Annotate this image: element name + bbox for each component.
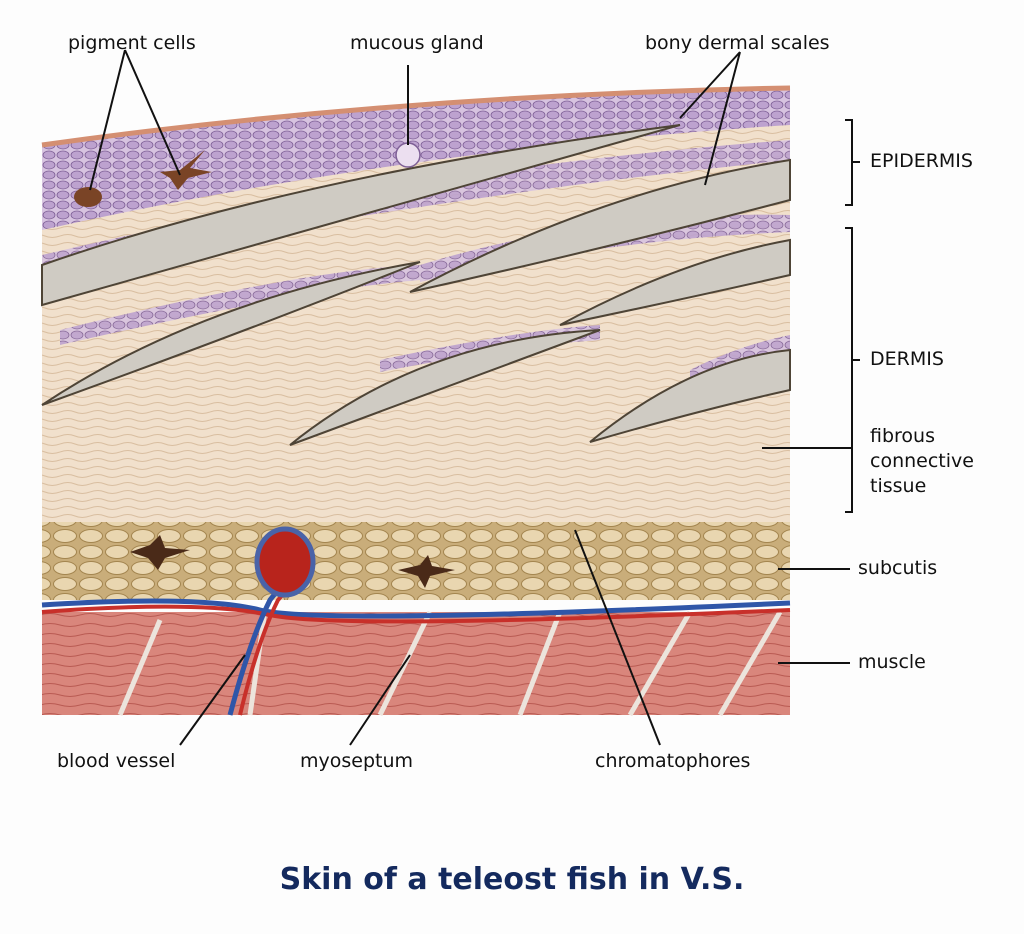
dermis-layer bbox=[42, 95, 790, 525]
label-bony-dermal-scales: bony dermal scales bbox=[645, 32, 830, 54]
label-chromatophores: chromatophores bbox=[595, 750, 751, 772]
figure-title: Skin of a teleost fish in V.S. bbox=[279, 862, 745, 897]
bony-dermal-scales bbox=[41, 124, 791, 446]
pigment-cell bbox=[74, 187, 102, 207]
label-pigment-cells: pigment cells bbox=[68, 32, 196, 54]
label-subcutis: subcutis bbox=[858, 557, 938, 579]
mucous-gland bbox=[395, 142, 421, 168]
label-fibrous-connective-tissue: fibrous connective tissue bbox=[870, 425, 974, 497]
label-epidermis: EPIDERMIS bbox=[870, 150, 973, 172]
label-blood-vessel: blood vessel bbox=[57, 750, 176, 772]
label-muscle: muscle bbox=[858, 651, 926, 673]
artery bbox=[41, 604, 791, 624]
subcutis-layer bbox=[42, 522, 790, 600]
blood-vessel bbox=[254, 526, 316, 598]
label-mucous-gland: mucous gland bbox=[350, 32, 484, 54]
vein bbox=[41, 598, 791, 619]
muscle-layer bbox=[42, 612, 790, 715]
pigment-cell bbox=[160, 150, 212, 190]
label-dermis: DERMIS bbox=[870, 348, 944, 370]
label-myoseptum: myoseptum bbox=[300, 750, 414, 772]
